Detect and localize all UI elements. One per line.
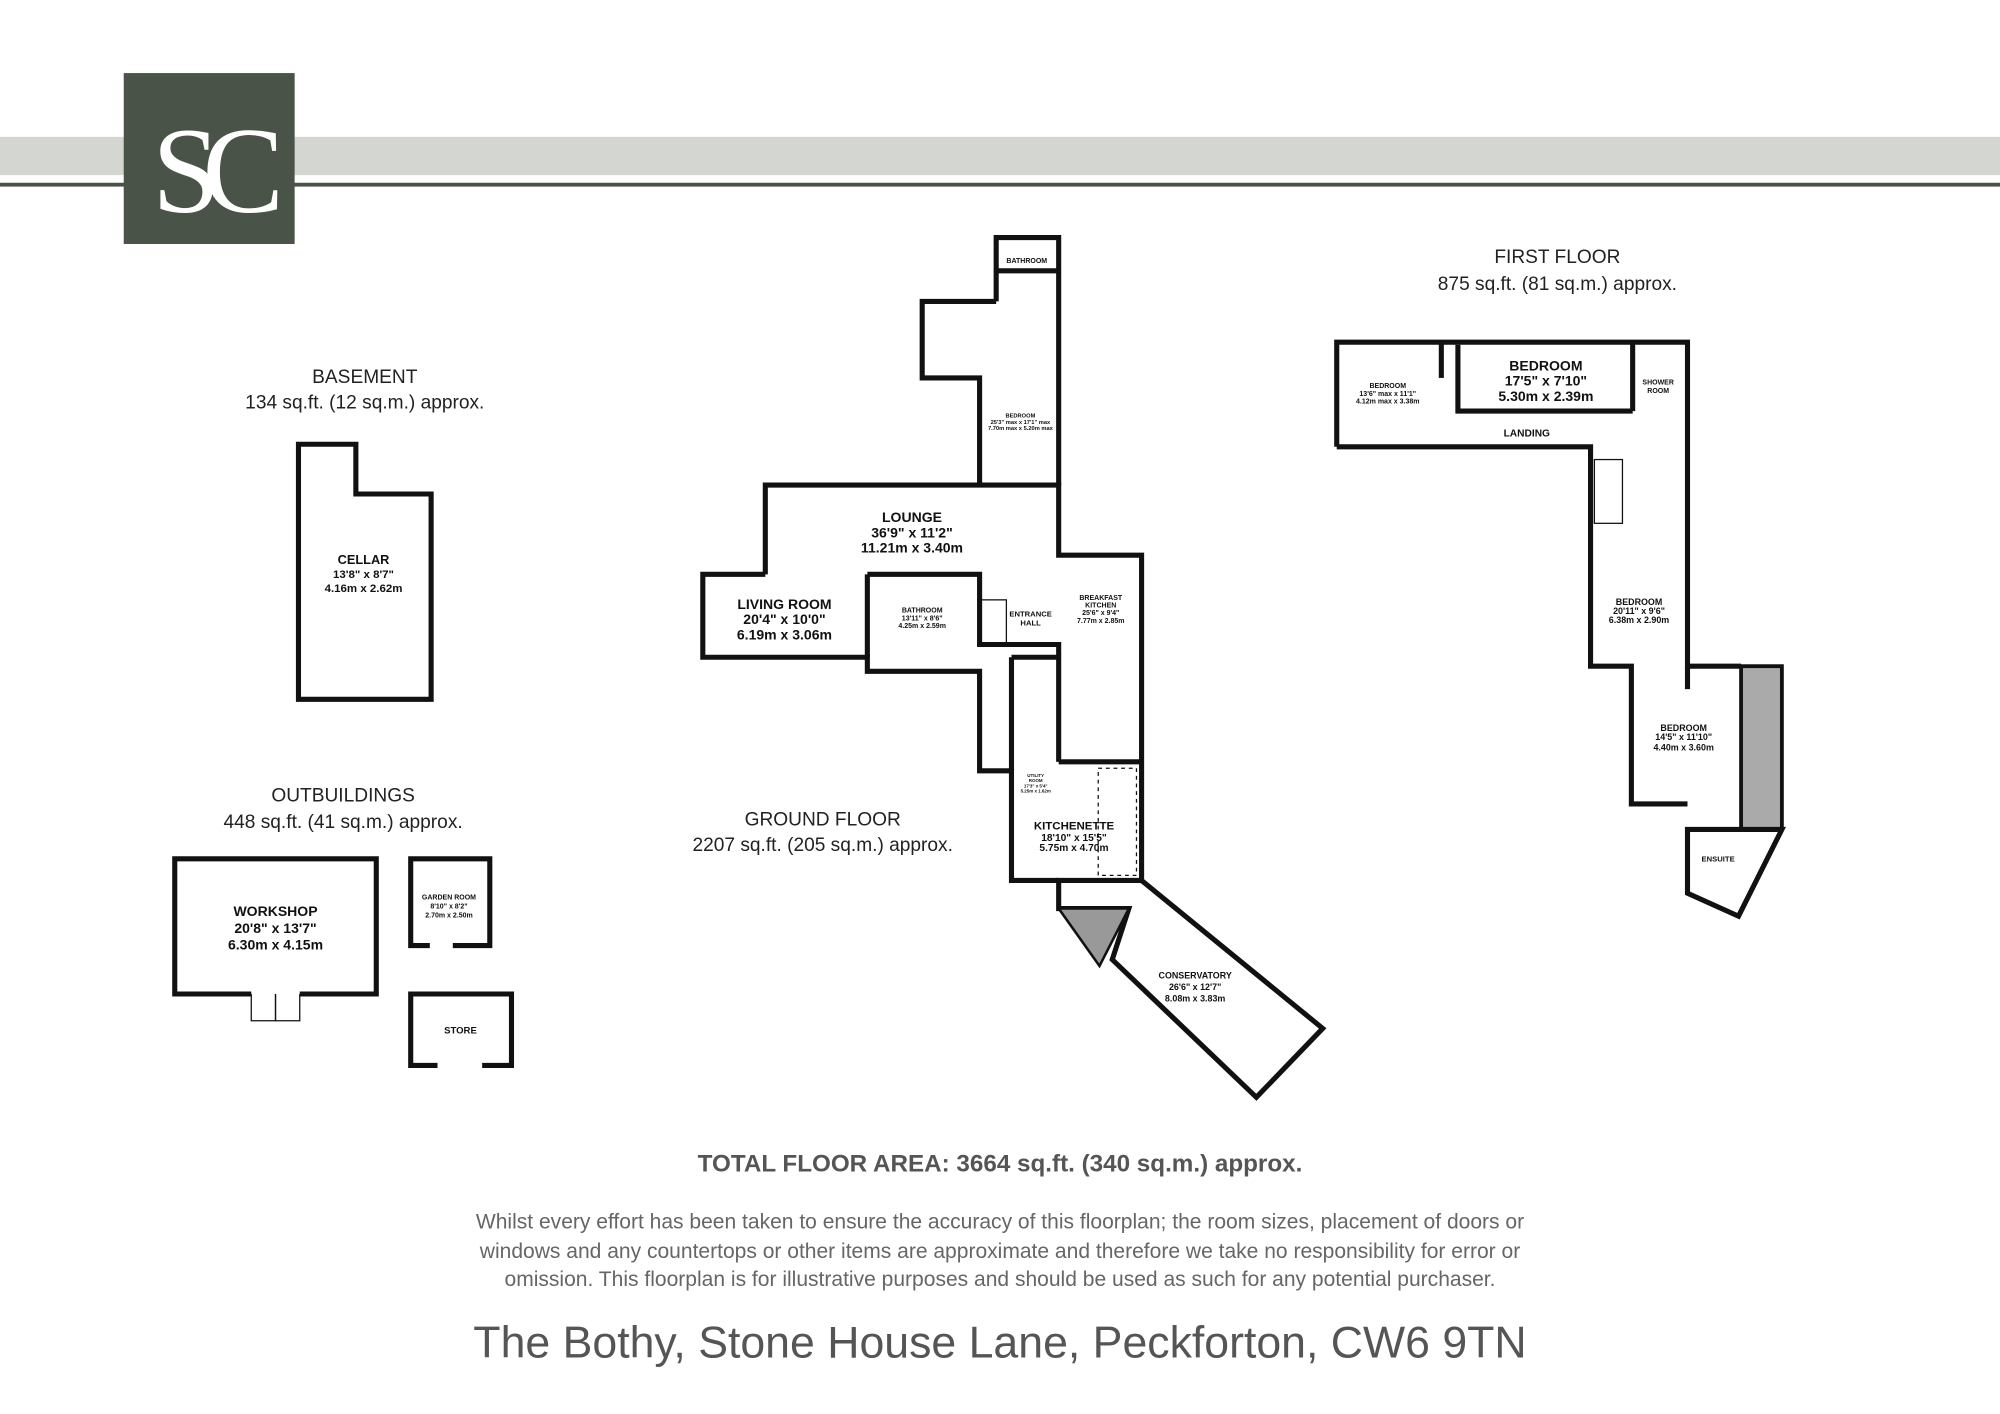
ff-bedroom4-imperial: 14'5" x 11'10" [1655, 732, 1712, 742]
ff-bedroom1-imperial: 13'6" max x 11'1" [1359, 391, 1416, 398]
disclaimer-line-2: windows and any countertops or other ite… [479, 1240, 1520, 1263]
utility-room-imperial: 17'3" x 5'4" [1024, 783, 1048, 788]
disclaimer-line-3: omission. This floorplan is for illustra… [505, 1268, 1496, 1291]
first-floor-walls [1334, 339, 1787, 920]
total-floor-area: TOTAL FLOOR AREA: 3664 sq.ft. (340 sq.m.… [698, 1150, 1303, 1177]
gf-bathroom2-label: BATHROOM [902, 608, 943, 615]
breakfast-kitchen-imperial: 25'6" x 9'4" [1082, 610, 1119, 617]
gf-bathroom2-imperial: 13'11" x 8'6" [902, 615, 943, 622]
ff-bedroom4-label: BEDROOM [1660, 723, 1707, 733]
shower-room-label2: ROOM [1647, 388, 1669, 395]
ff-bedroom2-imperial: 17'5" x 7'10" [1505, 373, 1587, 389]
ff-bedroom3-imperial: 20'11" x 9'6" [1613, 606, 1665, 616]
ff-bedroom2-metric: 5.30m x 2.39m [1498, 388, 1593, 404]
property-address: The Bothy, Stone House Lane, Peckforton,… [473, 1319, 1526, 1368]
entrance-hall-label2: HALL [1020, 618, 1041, 627]
ground-floor-title: GROUND FLOOR [745, 810, 901, 831]
living-room-imperial: 20'4" x 10'0" [743, 611, 825, 627]
living-room-metric: 6.19m x 3.06m [737, 626, 832, 642]
ff-bedroom2-label: BEDROOM [1509, 357, 1582, 373]
ff-bedroom3-metric: 6.38m x 2.90m [1609, 615, 1669, 625]
void-area [1739, 664, 1784, 832]
first-floor-title: FIRST FLOOR [1494, 247, 1620, 268]
garden-room-walls [408, 856, 493, 949]
shower-room-label: SHOWER [1642, 379, 1674, 386]
breakfast-kitchen-label: BREAKFAST [1079, 595, 1123, 602]
ff-bedroom4-metric: 4.40m x 3.60m [1653, 742, 1713, 752]
disclaimer-line-1: Whilst every effort has been taken to en… [476, 1211, 1524, 1234]
ground-floor-walls [700, 235, 1327, 1101]
utility-room-metric: 5.25m x 1.62m [1021, 788, 1051, 793]
svg-text:SC: SC [152, 104, 277, 239]
conservatory-metric: 8.08m x 3.83m [1165, 994, 1225, 1004]
workshop-walls [172, 856, 379, 1022]
conservatory-label: CONSERVATORY [1159, 971, 1232, 981]
brand-logo: SC [123, 73, 295, 244]
gf-bathroom2-metric: 4.25m x 2.59m [898, 623, 945, 630]
workshop-imperial: 20'8" x 13'7" [234, 920, 316, 936]
store-label: STORE [444, 1026, 477, 1037]
utility-room-label: UTILITY [1027, 773, 1044, 778]
header-band [0, 136, 2000, 176]
grey-area [1056, 907, 1131, 969]
ff-bedroom3-label: BEDROOM [1616, 597, 1663, 607]
cellar-imperial: 13'8" x 8'7" [333, 569, 394, 581]
utility-room-label2: ROOM [1029, 778, 1043, 783]
conservatory-imperial: 26'6" x 12'7" [1169, 982, 1221, 992]
cellar-metric: 4.16m x 2.62m [325, 583, 403, 595]
basement-title: BASEMENT [312, 367, 418, 388]
workshop-label: WORKSHOP [233, 903, 317, 919]
ensuite-label: ENSUITE [1702, 854, 1735, 863]
kitchenette-imperial: 18'10" x 15'5" [1041, 833, 1107, 844]
outbuildings-title: OUTBUILDINGS [271, 785, 414, 806]
first-floor-area: 875 sq.ft. (81 sq.m.) approx. [1438, 274, 1677, 295]
ground-floor-area: 2207 sq.ft. (205 sq.m.) approx. [692, 835, 952, 856]
workshop-metric: 6.30m x 4.15m [228, 936, 323, 952]
cellar-label: CELLAR [338, 552, 390, 567]
gf-bedroom-imperial: 25'3" max x 17'1" max [991, 420, 1051, 426]
header-rule [0, 182, 2000, 187]
basement-area: 134 sq.ft. (12 sq.m.) approx. [245, 393, 484, 414]
gf-bedroom-metric: 7.70m max x 5.20m max [988, 426, 1054, 432]
store-walls [408, 991, 515, 1068]
breakfast-kitchen-metric: 7.77m x 2.85m [1077, 618, 1124, 625]
outbuildings-area: 448 sq.ft. (41 sq.m.) approx. [224, 812, 463, 833]
landing-label: LANDING [1504, 429, 1550, 440]
lounge-imperial: 36'9" x 11'2" [871, 524, 953, 540]
garden-room-label: GARDEN ROOM [422, 895, 476, 902]
lounge-metric: 11.21m x 3.40m [861, 540, 963, 556]
cellar-walls [295, 441, 434, 702]
gf-bedroom-label: BEDROOM [1005, 413, 1035, 419]
garden-room-imperial: 8'10" x 8'2" [430, 904, 467, 911]
ff-bedroom1-label: BEDROOM [1369, 383, 1406, 390]
kitchenette-metric: 5.75m x 4.70m [1039, 843, 1108, 854]
ff-bedroom1-metric: 4.12m max x 3.38m [1356, 398, 1419, 405]
living-room-label: LIVING ROOM [737, 596, 831, 612]
garden-room-metric: 2.70m x 2.50m [425, 912, 472, 919]
gf-bathroom-label: BATHROOM [1006, 258, 1047, 265]
entrance-hall-label: ENTRANCE [1009, 609, 1051, 618]
lounge-label: LOUNGE [882, 509, 942, 525]
breakfast-kitchen-label2: KITCHEN [1085, 603, 1116, 610]
kitchenette-label: KITCHENETTE [1034, 820, 1115, 832]
